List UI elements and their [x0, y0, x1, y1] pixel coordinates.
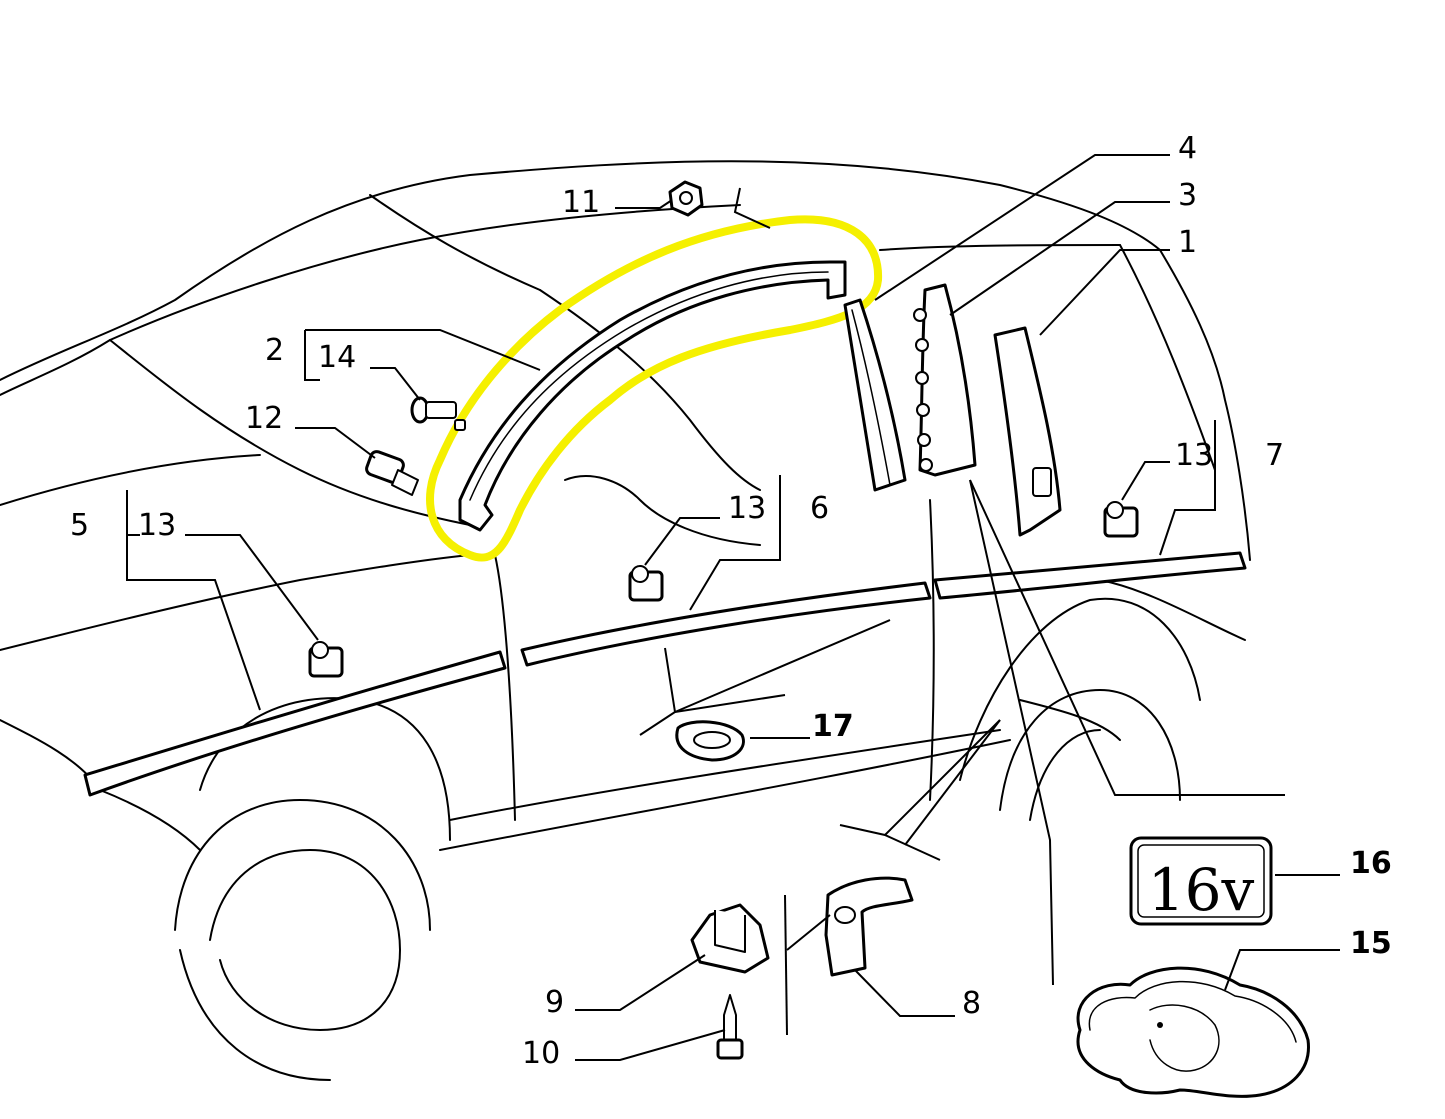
clip-13-rear [1103, 501, 1139, 538]
callout-17: 17 [812, 709, 854, 744]
elephant-badge-icon [1076, 966, 1310, 1098]
part-5-wing-moulding [83, 650, 507, 797]
callout-2: 2 [265, 333, 284, 368]
part-1-rear-panel [993, 326, 1062, 537]
car-body-outline [0, 160, 1251, 1081]
callout-15: 15 [1350, 926, 1392, 961]
part-14-push-clip [410, 396, 466, 431]
callout-labels: 4 3 1 11 2 14 12 5 13 13 6 13 7 17 16 15… [70, 131, 1392, 1071]
callout-13-front: 13 [138, 508, 176, 543]
part-17-grommet [675, 720, 745, 762]
part-2-roof-moulding [458, 260, 847, 532]
part-3-pillar-trim [913, 283, 977, 477]
part-11-nut [668, 180, 704, 217]
part-7-rear-moulding [933, 551, 1247, 600]
callout-5: 5 [70, 508, 89, 543]
part-9-bracket [690, 903, 770, 974]
callout-7: 7 [1265, 438, 1284, 473]
callout-13-rear: 13 [1175, 438, 1213, 473]
badge-text: 16v [1148, 856, 1255, 924]
clip-13-door [628, 565, 664, 602]
callout-4: 4 [1178, 131, 1197, 166]
16v-badge-icon: 16v [1129, 836, 1273, 926]
callout-8: 8 [962, 986, 981, 1021]
part-10-screw [716, 994, 744, 1060]
callout-9: 9 [545, 985, 564, 1020]
clip-13-front [308, 641, 344, 678]
callout-12: 12 [245, 401, 283, 436]
callout-14: 14 [318, 340, 356, 375]
part-4-pillar-strip [843, 298, 907, 492]
callout-10: 10 [522, 1036, 560, 1071]
part-6-door-moulding [520, 581, 932, 667]
part-12-fastener [365, 450, 419, 496]
callout-1: 1 [1178, 225, 1197, 260]
callout-3: 3 [1178, 178, 1197, 213]
callout-11: 11 [562, 185, 600, 220]
callout-16: 16 [1350, 846, 1392, 881]
callout-6: 6 [810, 491, 829, 526]
leader-lines [126, 154, 1340, 1061]
callout-13-door: 13 [728, 491, 766, 526]
highlight-loop [426, 215, 883, 562]
part-8-l-bracket [824, 876, 914, 977]
